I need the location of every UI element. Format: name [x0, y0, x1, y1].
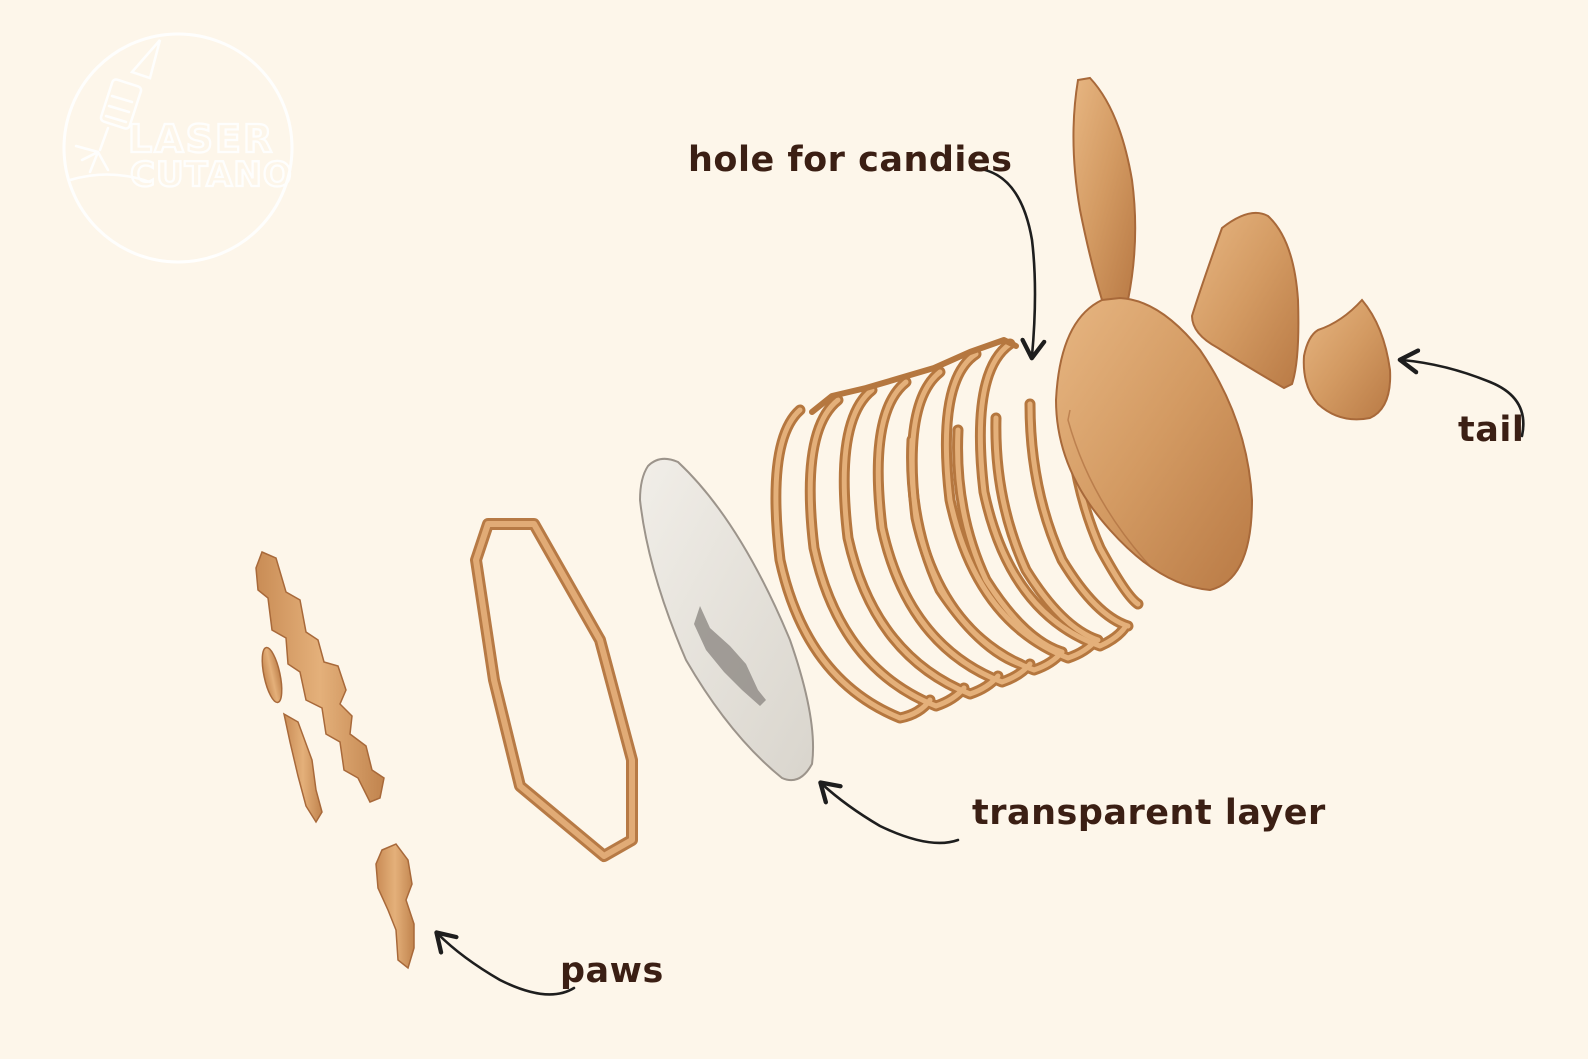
label-hole-for-candies: hole for candies	[688, 140, 1013, 180]
logo-line1: LASER	[128, 117, 274, 161]
front-ring	[470, 518, 638, 862]
label-paws: paws	[560, 951, 664, 991]
arrow-icon	[818, 780, 960, 845]
transparent-disc	[638, 457, 815, 782]
paw-pieces	[255, 551, 415, 970]
logo-line2: CUTANO	[130, 155, 293, 195]
brand-logo: LASER CUTANO	[62, 32, 294, 264]
arrow-icon	[434, 930, 576, 996]
rabbit-rear-panel	[1190, 212, 1300, 390]
label-tail: tail	[1458, 410, 1525, 450]
arrow-icon	[970, 166, 1047, 361]
laser-head-icon	[68, 39, 162, 184]
rabbit-head-panel	[1054, 76, 1254, 592]
arrow-icon	[1397, 348, 1525, 438]
label-transparent-layer: transparent layer	[972, 793, 1326, 833]
tail-piece	[1302, 298, 1392, 421]
